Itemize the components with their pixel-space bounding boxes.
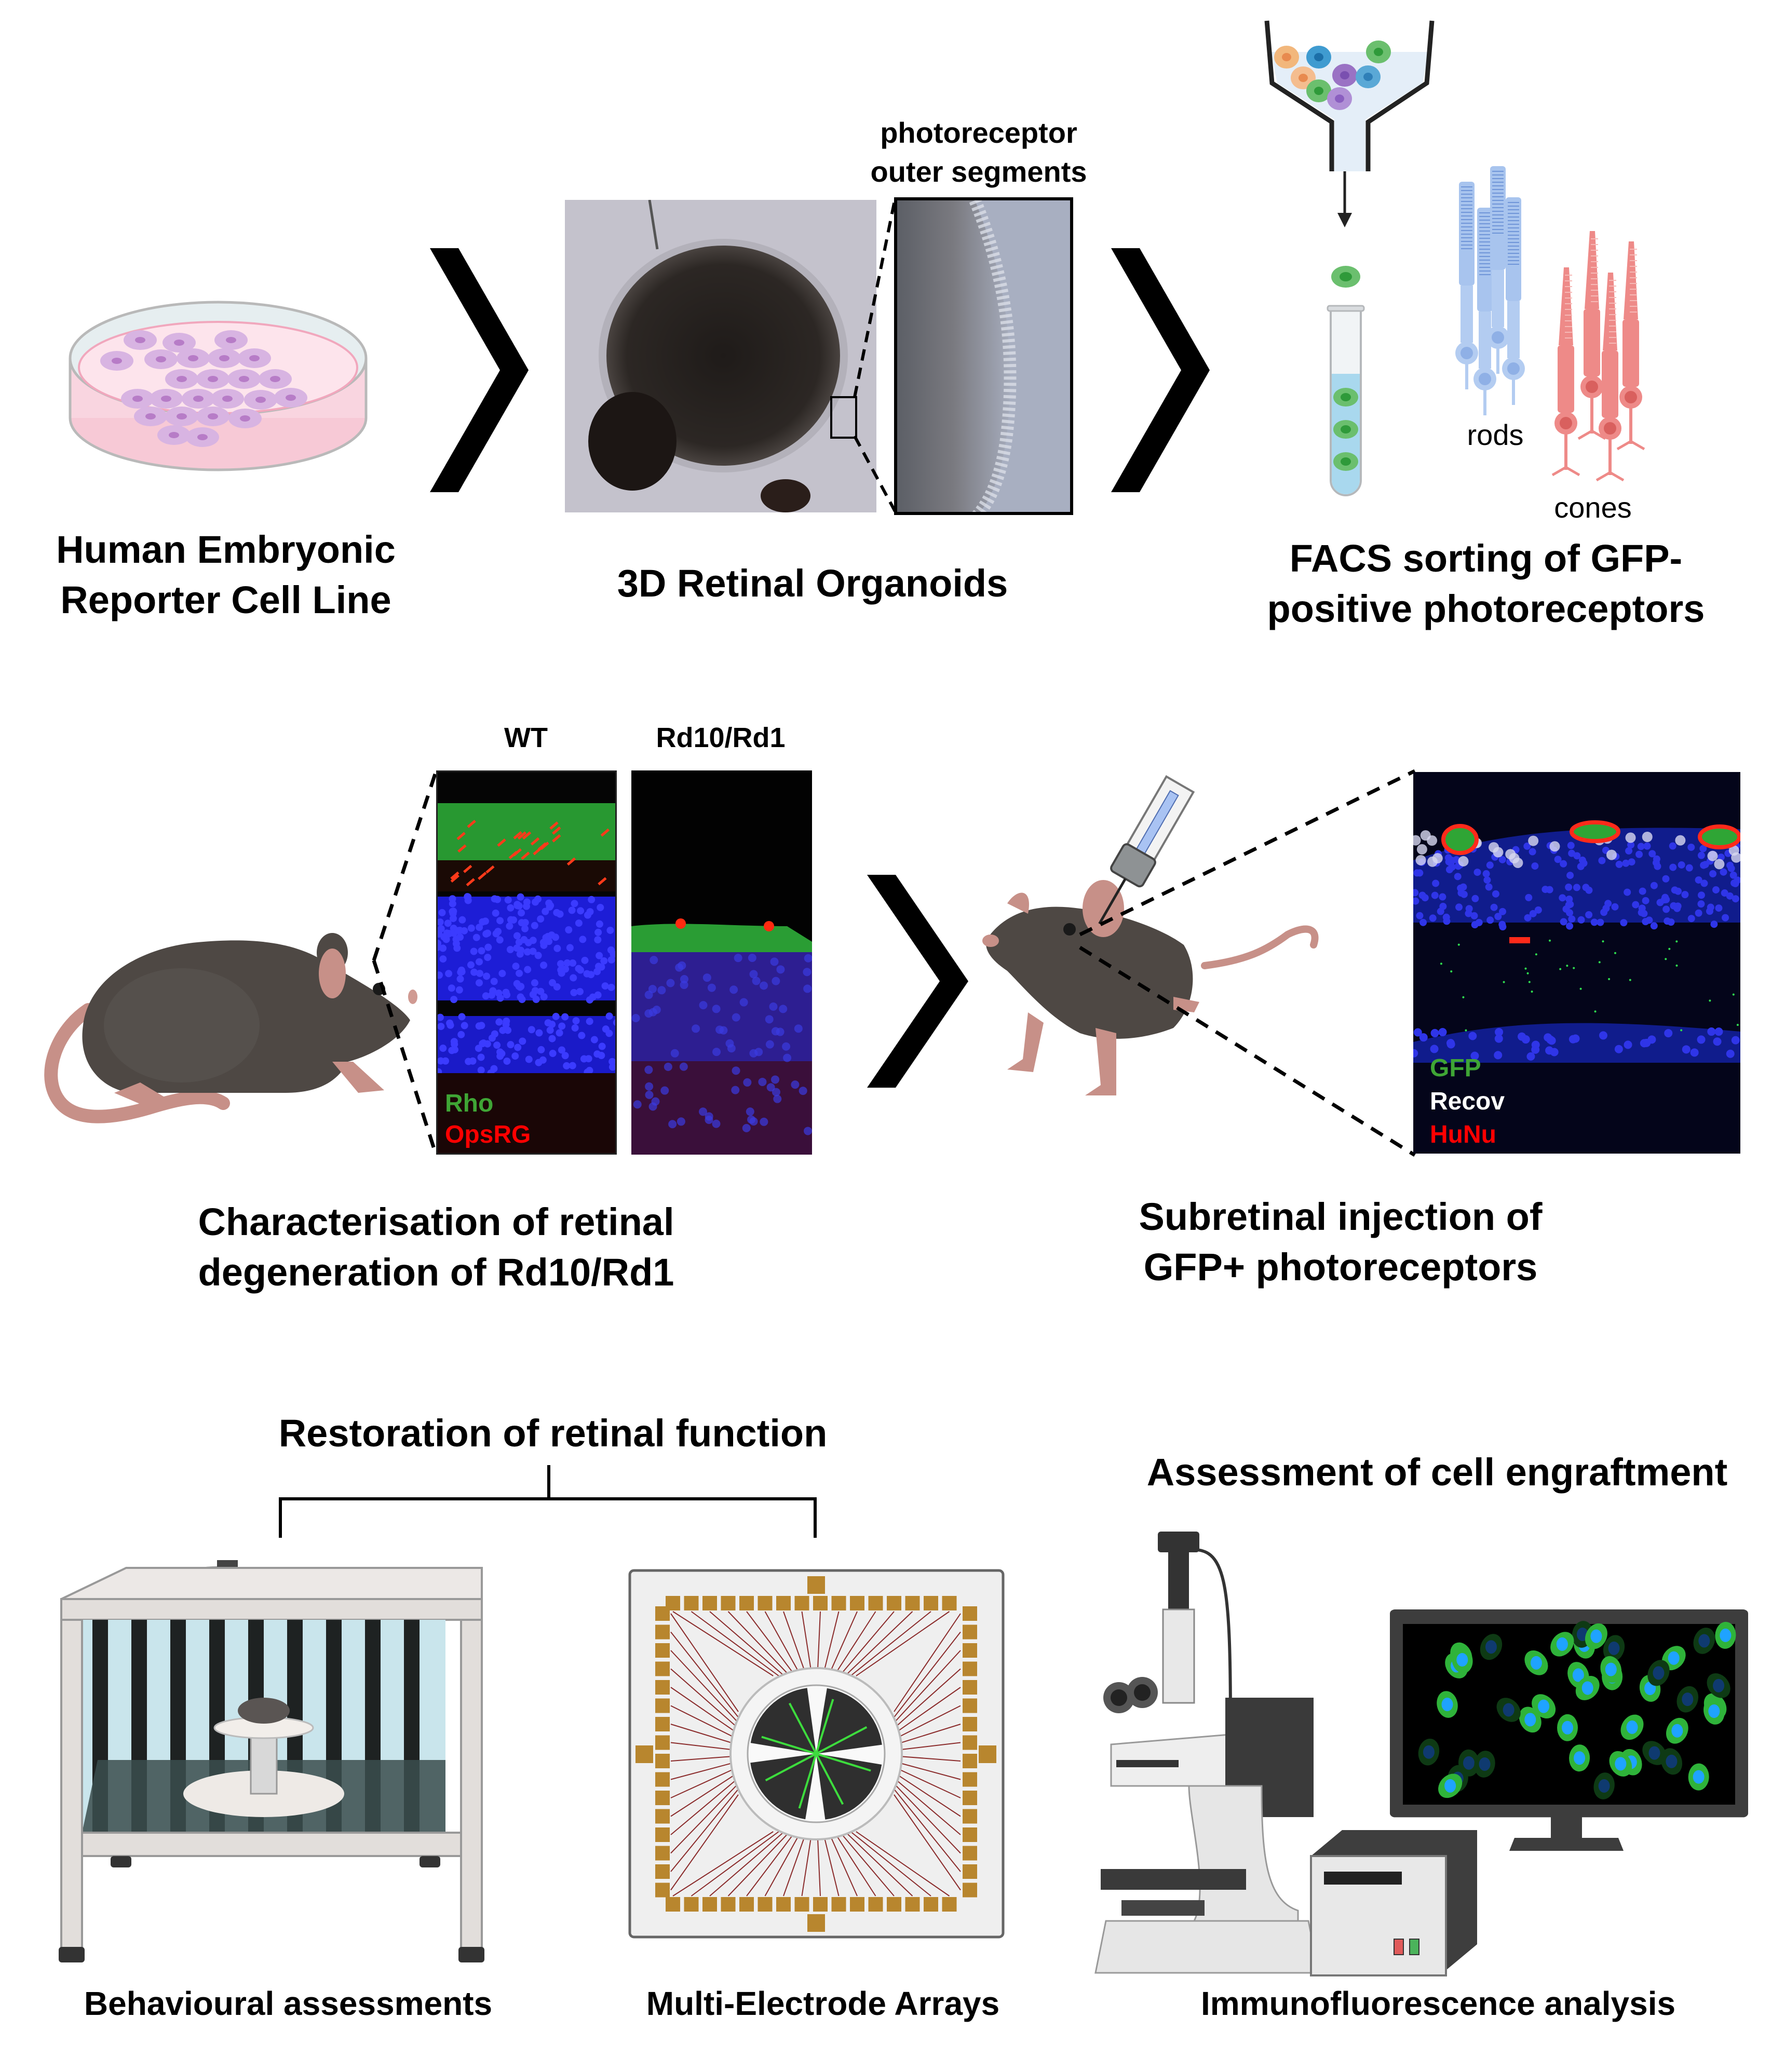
zoom-lines [853,198,897,512]
facs-title-line1: FACS sorting of GFP- [1289,537,1683,580]
rd-label: Rd10/Rd1 [656,722,786,753]
test-tube-icon [1327,305,1365,496]
stain-label-gfp: GFP [1430,1054,1481,1082]
inset-label-line1: photoreceptor [880,116,1077,149]
chevron-right-icon [1111,248,1210,492]
rod-cell-icon [1455,166,1525,415]
characterisation-title-line1: Characterisation of retinal [198,1200,674,1243]
injection-title-line2: GFP+ photoreceptors [1143,1245,1538,1289]
gfp-cell-icon [1331,266,1360,288]
engraftment-image: GFP Recov HuNu [1413,772,1740,1154]
power-supply-icon [1310,1830,1477,1976]
stain-label-recov: Recov [1430,1088,1505,1115]
monitor-icon [1390,1609,1748,1851]
mea-label: Multi-Electrode Arrays [646,1985,1000,2022]
zoom-lines [1079,769,1416,1157]
petri-dish-icon [69,301,368,471]
mouse-icon [44,933,417,1123]
cell-line-title-line1: Human Embryonic [56,528,396,571]
injection-title-line1: Subretinal injection of [1139,1195,1543,1238]
facs-title-line2: positive photoreceptors [1267,587,1705,630]
funnel-icon [1264,20,1435,171]
rd-retina-image [631,770,812,1155]
engraftment-title: Assessment of cell engraftment [1146,1451,1728,1494]
stain-label-opsrg: OpsRG [445,1121,531,1148]
organoid-photo [565,200,876,512]
cone-cell-icon [1551,231,1645,482]
if-label: Immunofluorescence analysis [1200,1985,1676,2022]
bracket [279,1465,817,1538]
optomotor-cage-icon [59,1560,484,1962]
syringe-icon [1098,775,1195,925]
outer-segments-inset [894,197,1073,515]
mea-chip-icon [628,1569,1005,1939]
stain-label-hunu: HuNu [1430,1121,1496,1148]
organoids-title: 3D Retinal Organoids [617,562,1008,605]
cones-label: cones [1554,491,1632,524]
microscope-icon [1094,1532,1320,1974]
cell-line-title-line2: Reporter Cell Line [60,578,391,621]
stain-label-rho: Rho [445,1090,494,1117]
wt-retina-image: Rho OpsRG [436,770,617,1155]
wt-label: WT [504,722,548,753]
behaviour-label: Behavioural assessments [84,1985,493,2022]
chevron-right-icon [867,875,968,1088]
zoom-lines [372,770,438,1156]
restoration-title: Restoration of retinal function [278,1412,828,1455]
arrow-down-icon [1337,171,1352,227]
chevron-right-icon [430,248,529,492]
mouse-icon [982,880,1319,1095]
characterisation-title-line2: degeneration of Rd10/Rd1 [198,1251,674,1294]
inset-label-line2: outer segments [870,155,1087,188]
rods-label: rods [1467,418,1524,451]
